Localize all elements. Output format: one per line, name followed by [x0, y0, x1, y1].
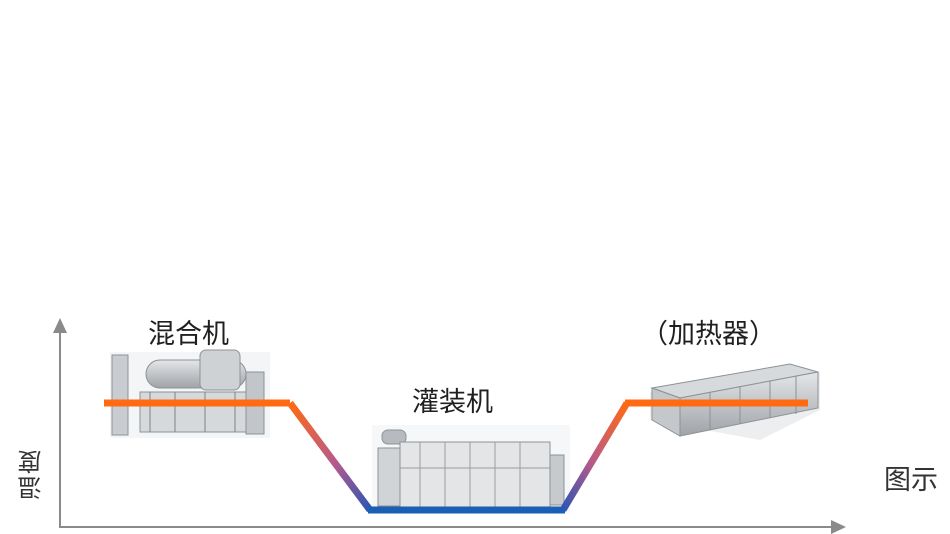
stage-label-filler: 灌装机 — [412, 387, 493, 418]
x-axis — [59, 520, 846, 534]
profile-segment-heating — [559, 401, 631, 512]
stage-label-heater: （加热器） — [641, 319, 776, 350]
diagram-note: 图示 — [884, 465, 938, 496]
profile-segment-cooling — [287, 400, 373, 513]
temperature-profile — [104, 399, 808, 514]
stage-label-mixer: 混合机 — [148, 319, 229, 350]
x-axis-arrow-icon — [831, 520, 846, 534]
y-axis-label: 温度 — [18, 448, 46, 500]
filler-machine-image — [372, 425, 570, 513]
mixer-machine-image — [110, 349, 270, 438]
y-axis — [53, 318, 67, 527]
y-axis-arrow-icon — [53, 318, 67, 333]
